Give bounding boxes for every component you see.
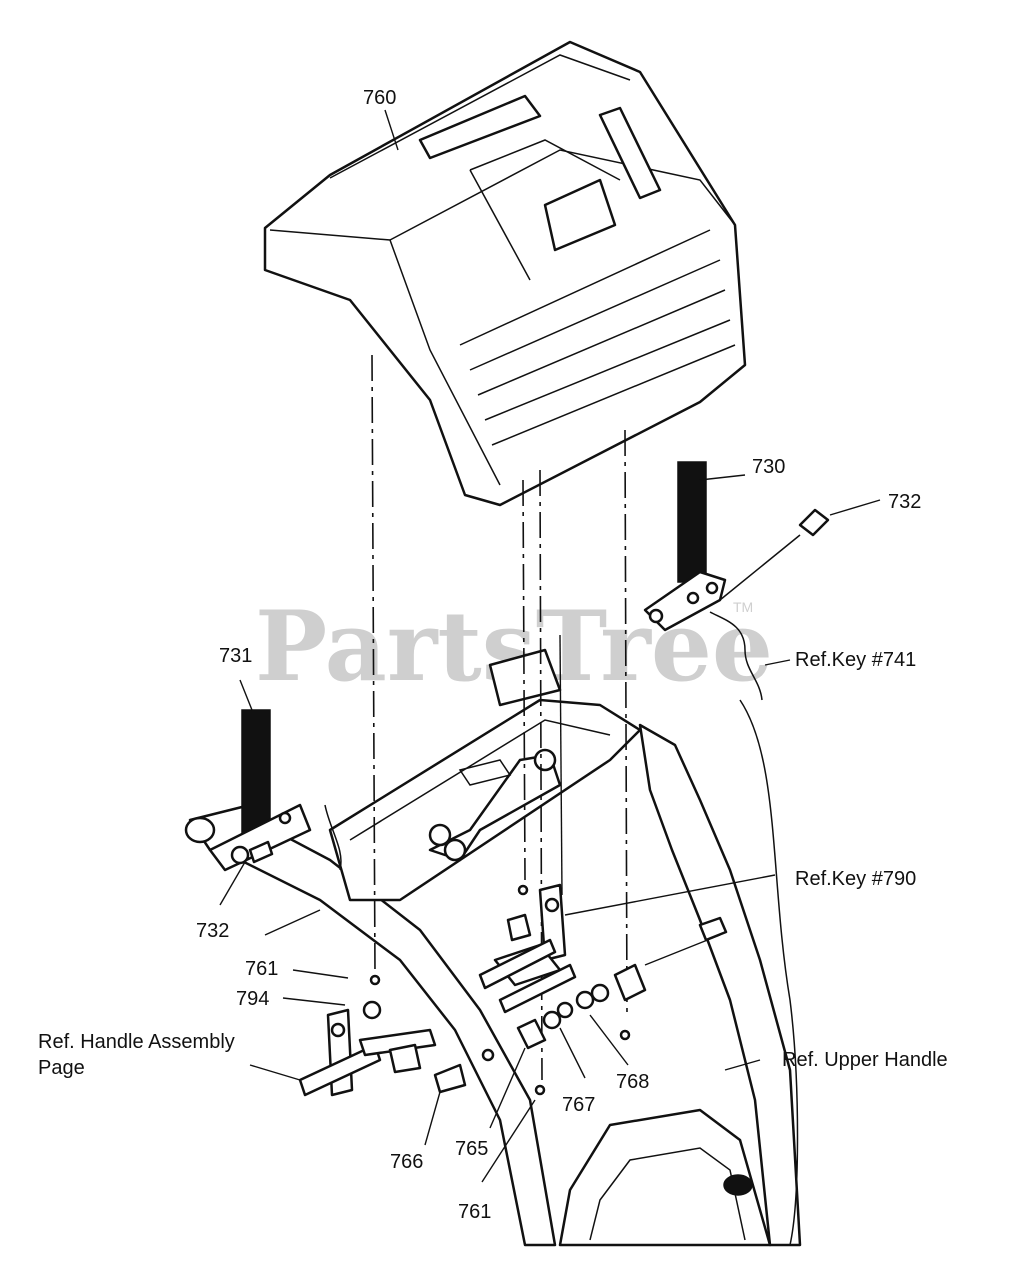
callout-767: 767 bbox=[562, 1094, 595, 1116]
decal-730 bbox=[677, 461, 707, 583]
callout-766: 766 bbox=[390, 1151, 423, 1173]
callout-765: 765 bbox=[455, 1138, 488, 1160]
callout-ref-handle-assembly: Ref. Handle Assembly bbox=[38, 1031, 235, 1053]
alignment-line bbox=[522, 479, 526, 881]
callout-768: 768 bbox=[616, 1071, 649, 1093]
control-cable-left bbox=[324, 804, 342, 871]
console-cover bbox=[263, 40, 747, 507]
lever-plate-left bbox=[208, 803, 312, 872]
callout-ref-key-741: Ref.Key #741 bbox=[795, 649, 916, 671]
callout-ref-key-790: Ref.Key #790 bbox=[795, 868, 916, 890]
callout-761-bottom: 761 bbox=[458, 1201, 491, 1223]
upper-handle bbox=[558, 699, 802, 1247]
left-hardware bbox=[298, 884, 631, 1097]
alignment-line bbox=[624, 429, 628, 1016]
leader-lines bbox=[219, 109, 881, 1183]
watermark-trademark: TM bbox=[733, 599, 753, 615]
lever-plate-right bbox=[643, 508, 830, 632]
callout-731: 731 bbox=[219, 645, 252, 667]
callout-732-left: 732 bbox=[196, 920, 229, 942]
alignment-line bbox=[559, 634, 563, 896]
callout-ref-upper-handle: Ref. Upper Handle bbox=[782, 1049, 948, 1071]
alignment-line bbox=[371, 354, 376, 976]
callout-794: 794 bbox=[236, 988, 269, 1010]
callout-732-top: 732 bbox=[888, 491, 921, 513]
control-cable bbox=[709, 611, 763, 701]
callout-ref-handle-page: Page bbox=[38, 1057, 85, 1079]
center-hardware bbox=[478, 883, 728, 1050]
callout-730: 730 bbox=[752, 456, 785, 478]
callout-760: 760 bbox=[363, 87, 396, 109]
callout-761-left: 761 bbox=[245, 958, 278, 980]
handle-knob-icon bbox=[723, 1174, 753, 1196]
mounting-bracket bbox=[328, 648, 642, 902]
